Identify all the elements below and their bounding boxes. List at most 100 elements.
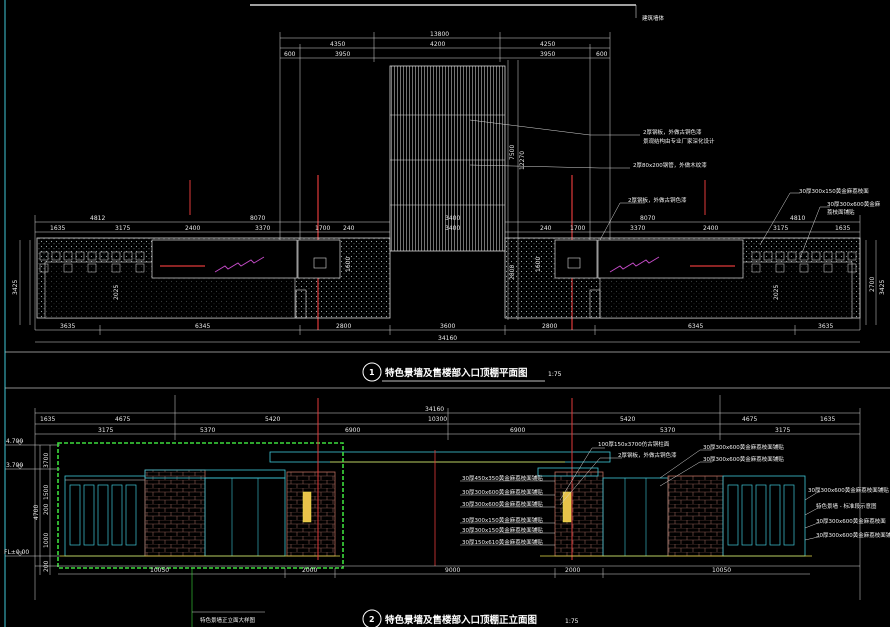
elev-note-r-3: 特色景墙 - 标准段示意图 [816, 502, 877, 510]
plan-dim-row-right-5: 1635 [835, 225, 850, 232]
elev-dim-v-4: 1000 [43, 533, 50, 548]
elev-dim-center: 10300 [428, 416, 447, 423]
plan-note-0: 2厚钢板，外做古铜色漆 [643, 128, 702, 136]
plan-dim-bottom-0: 3635 [60, 323, 75, 330]
elev-top-dimension-lines [34, 395, 861, 600]
elev-detail-boundary [57, 442, 344, 569]
elev-dim-bottom-3: 2000 [565, 567, 580, 574]
plan-dim-bottom-1: 6345 [195, 323, 210, 330]
canopy-grille [389, 65, 506, 252]
elev-dim-r3-3: 6900 [510, 427, 525, 434]
elev-dim-r3-2: 6900 [345, 427, 360, 434]
plan-right-wall [504, 237, 861, 319]
plan-note-3: 2厚钢板，外做古铜色漆 [628, 196, 687, 204]
plan-dim-top-c: 4250 [540, 41, 555, 48]
plan-dim-row-left-4: 1700 [315, 225, 330, 232]
plan-title-bubble [362, 362, 382, 382]
elev-dim-total: 34160 [425, 406, 444, 413]
elev-title-bubble [362, 609, 382, 627]
plan-dim-mid-right-b: 4810 [790, 215, 805, 222]
elev-title: 特色景墙及售楼部入口顶棚正立面图 [385, 614, 537, 626]
plan-view: 建筑墙体 13800 4350 4200 4250 600 3950 3950 … [4, 0, 890, 627]
plan-dim-inside-d: 2025 [773, 285, 780, 300]
plan-dim-v-center-a: 7500 [509, 145, 516, 160]
elev-note-r-0: 30厚300x600黄金麻荔枝面铺贴 [703, 443, 784, 451]
plan-dim-bottom-5: 6345 [688, 323, 703, 330]
plan-dim-inside-b: 2025 [113, 285, 120, 300]
elev-dim-v-0: 4700 [33, 505, 40, 520]
plan-dim-inside-e: 3400 [445, 215, 460, 222]
plan-dim-row-left-0: 1635 [50, 225, 65, 232]
elev-right-note-leaders [659, 449, 820, 541]
plan-dim-bottom-2: 2800 [336, 323, 351, 330]
plan-note-6: 荔枝面铺贴 [827, 208, 855, 216]
plan-note-1: 景观结构由专业厂家深化设计 [643, 137, 715, 145]
plan-dim-top-g: 600 [596, 51, 608, 58]
plan-dim-top-total: 13800 [430, 31, 449, 38]
elev-dim-r3-0: 3175 [98, 427, 113, 434]
elev-note-r-2: 30厚300x600黄金麻荔枝面铺贴 [808, 486, 889, 494]
elev-note-c-0: 100厚150x3700仿古铜柱面 [598, 440, 670, 448]
elev-dim-r2-2: 5420 [265, 416, 280, 423]
elev-dim-bottom-1: 2000 [302, 567, 317, 574]
plan-dim-row-right-1: 1700 [570, 225, 585, 232]
plan-dim-v-center-b: 12270 [519, 151, 526, 170]
elev-note-c-5: 30厚300x150黄金麻荔枝面铺贴 [462, 516, 543, 524]
elev-left-wall [60, 469, 340, 557]
plan-dim-mid-left-a: 4812 [90, 215, 105, 222]
plan-scale: 1:75 [548, 371, 562, 378]
plan-dim-row-left-3: 3370 [255, 225, 270, 232]
plan-note-5: 30厚300x600黄金麻 [827, 200, 881, 208]
elev-scale: 1:75 [565, 618, 579, 625]
elev-bottom-dimension-lines [58, 568, 810, 578]
plan-dim-v-left: 3425 [12, 280, 19, 295]
elev-center-note-leaders [460, 447, 622, 546]
elev-dim-v-1: 3700 [43, 453, 50, 468]
elev-dim-r2-3: 5420 [620, 416, 635, 423]
elev-note-c-3: 30厚300x600黄金麻荔枝面铺贴 [462, 488, 543, 496]
elev-dim-r3-1: 5370 [200, 427, 215, 434]
plan-dim-row-right-0: 240 [540, 225, 552, 232]
plan-dim-bottom-4: 2800 [542, 323, 557, 330]
plan-dim-top-d: 600 [284, 51, 296, 58]
elev-canopy-beam [269, 451, 611, 463]
elev-dim-r2-0: 1635 [40, 416, 55, 423]
plan-dim-bottom-3: 3600 [440, 323, 455, 330]
elev-dim-bottom-0: 10050 [150, 567, 169, 574]
elev-dim-r2-4: 4675 [742, 416, 757, 423]
plan-left-wall [36, 237, 391, 319]
elev-note-c-4: 30厚300x600黄金麻荔枝面铺贴 [462, 500, 543, 508]
elev-note-c-2: 30厚450x350黄金麻荔枝面铺贴 [462, 474, 543, 482]
elev-right-wall [537, 467, 812, 557]
plan-title-number: 1 [369, 368, 375, 377]
elev-note-c-6: 30厚300x150黄金麻荔枝面铺贴 [462, 526, 543, 534]
elev-vertical-dims [39, 445, 51, 575]
elev-dim-v-3: 200 [43, 503, 50, 515]
plan-dim-inside-f: 3400 [445, 225, 460, 232]
elev-note-r-1: 30厚300x600黄金麻荔枝面铺贴 [703, 455, 784, 463]
plan-dim-v-right-a: 2700 [869, 277, 876, 292]
elev-dim-bottom-2: 9000 [445, 567, 460, 574]
plan-dim-bottom-6: 3635 [818, 323, 833, 330]
plan-dim-top-e: 3950 [335, 51, 350, 58]
plan-dim-row-right-2: 3370 [630, 225, 645, 232]
elev-level-0: 4.700 [6, 438, 23, 445]
elev-note-r-5: 30厚300x600黄金麻荔枝面铺贴 [816, 531, 890, 539]
elev-dim-r2-5: 1635 [820, 416, 835, 423]
elev-level-marks [5, 440, 60, 557]
plan-dim-total: 34160 [438, 335, 457, 342]
plan-note-4: 30厚300x150黄金麻荔枝面 [799, 187, 869, 195]
plan-dim-row-left-5: 240 [343, 225, 355, 232]
plan-dim-top-a: 4350 [330, 41, 345, 48]
elev-note-c-7: 30厚150x610黄金麻荔枝面铺贴 [462, 538, 543, 546]
elev-note-r-4: 30厚300x600黄金麻荔枝面 [816, 517, 886, 525]
canopy-grille-rails [390, 114, 505, 206]
elev-title-number: 2 [369, 615, 375, 624]
elev-dim-r2-1: 4675 [115, 416, 130, 423]
plan-dim-row-right-3: 2400 [703, 225, 718, 232]
elev-dim-bottom-4: 10050 [712, 567, 731, 574]
plan-bottom-dimension-lines [35, 325, 860, 343]
plan-side-vertical-dims [19, 240, 877, 325]
elev-dim-r3-5: 3175 [775, 427, 790, 434]
